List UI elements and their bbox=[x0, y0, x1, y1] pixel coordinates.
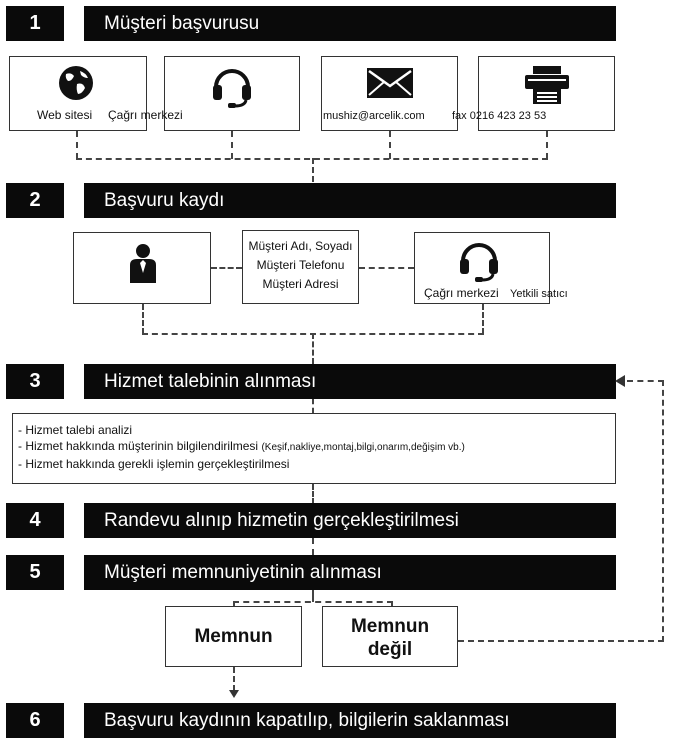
connector bbox=[546, 131, 548, 159]
connector bbox=[233, 601, 393, 603]
service-details-box: - Hizmet talebi analizi - Hizmet hakkınd… bbox=[12, 413, 616, 484]
step-3-title: Hizmet talebinin alınması bbox=[84, 364, 616, 399]
connector bbox=[231, 131, 233, 159]
callcenter-label: Çağrı merkezi bbox=[108, 108, 183, 122]
headset-icon bbox=[458, 237, 500, 288]
not-satisfied-label: değil bbox=[367, 639, 413, 660]
step-4-number: 4 bbox=[6, 503, 64, 538]
fax-label: fax 0216 423 23 53 bbox=[452, 110, 547, 122]
step-4-title: Randevu alınıp hizmetin gerçekleştirilme… bbox=[84, 503, 616, 538]
connector bbox=[233, 601, 235, 607]
callcenter-channel-box bbox=[164, 56, 300, 131]
fax-channel-box bbox=[478, 56, 615, 131]
service-item: - Hizmet hakkında gerekli işlemin gerçek… bbox=[18, 457, 290, 471]
connector bbox=[389, 131, 391, 159]
customer-box bbox=[73, 232, 211, 304]
connector bbox=[312, 333, 314, 364]
arrowhead-icon bbox=[229, 690, 239, 698]
connector bbox=[142, 304, 144, 334]
fax-icon bbox=[523, 65, 571, 110]
step-6-number: 6 bbox=[6, 703, 64, 738]
connector bbox=[312, 399, 314, 413]
email-label: mushiz@arcelik.com bbox=[323, 110, 425, 122]
step-2-title: Başvuru kaydı bbox=[84, 183, 616, 218]
email-channel-box bbox=[321, 56, 458, 131]
person-icon bbox=[128, 243, 158, 288]
not-satisfied-label: Memnun bbox=[350, 616, 430, 637]
service-item: - Hizmet hakkında müşterinin bilgilendir… bbox=[18, 439, 259, 453]
connector bbox=[312, 158, 314, 182]
reg-callcenter-label: Çağrı merkezi bbox=[424, 286, 499, 300]
connector bbox=[211, 267, 242, 269]
connector bbox=[312, 484, 314, 504]
info-field: Müşteri Adı, Soyadı bbox=[248, 239, 353, 253]
arrowhead-icon bbox=[615, 375, 625, 387]
service-note: (Keşif,nakliye,montaj,bilgi,onarım,değiş… bbox=[261, 442, 465, 453]
step-6-title: Başvuru kaydının kapatılıp, bilgilerin s… bbox=[84, 703, 616, 738]
headset-icon bbox=[211, 63, 253, 114]
step-3-number: 3 bbox=[6, 364, 64, 399]
registration-channel-box bbox=[414, 232, 550, 304]
service-item: - Hizmet talebi analizi bbox=[18, 423, 133, 437]
connector bbox=[76, 131, 78, 159]
not-satisfied-box: Memnun değil bbox=[322, 606, 458, 667]
feedback-connector bbox=[662, 380, 664, 642]
connector bbox=[312, 590, 314, 602]
envelope-icon bbox=[366, 67, 414, 104]
feedback-connector bbox=[458, 640, 664, 642]
info-field: Müşteri Telefonu bbox=[256, 258, 345, 272]
step-5-title: Müşteri memnuniyetinin alınması bbox=[84, 555, 616, 590]
connector bbox=[391, 601, 393, 607]
connector bbox=[482, 304, 484, 334]
customer-info-box: Müşteri Adı, Soyadı Müşteri Telefonu Müş… bbox=[242, 230, 359, 304]
web-label: Web sitesi bbox=[37, 108, 93, 122]
satisfied-box: Memnun bbox=[165, 606, 302, 667]
step-1-number: 1 bbox=[6, 6, 64, 41]
globe-icon bbox=[57, 64, 95, 107]
info-field: Müşteri Adresi bbox=[262, 277, 339, 291]
connector bbox=[312, 538, 314, 555]
web-channel-box bbox=[9, 56, 147, 131]
step-2-number: 2 bbox=[6, 183, 64, 218]
step-1-title: Müşteri başvurusu bbox=[84, 6, 616, 41]
satisfied-label: Memnun bbox=[194, 626, 273, 647]
connector bbox=[359, 267, 414, 269]
connector bbox=[233, 667, 235, 691]
feedback-connector bbox=[627, 380, 664, 382]
dealer-label: Yetkili satıcı bbox=[510, 288, 568, 300]
step-5-number: 5 bbox=[6, 555, 64, 590]
